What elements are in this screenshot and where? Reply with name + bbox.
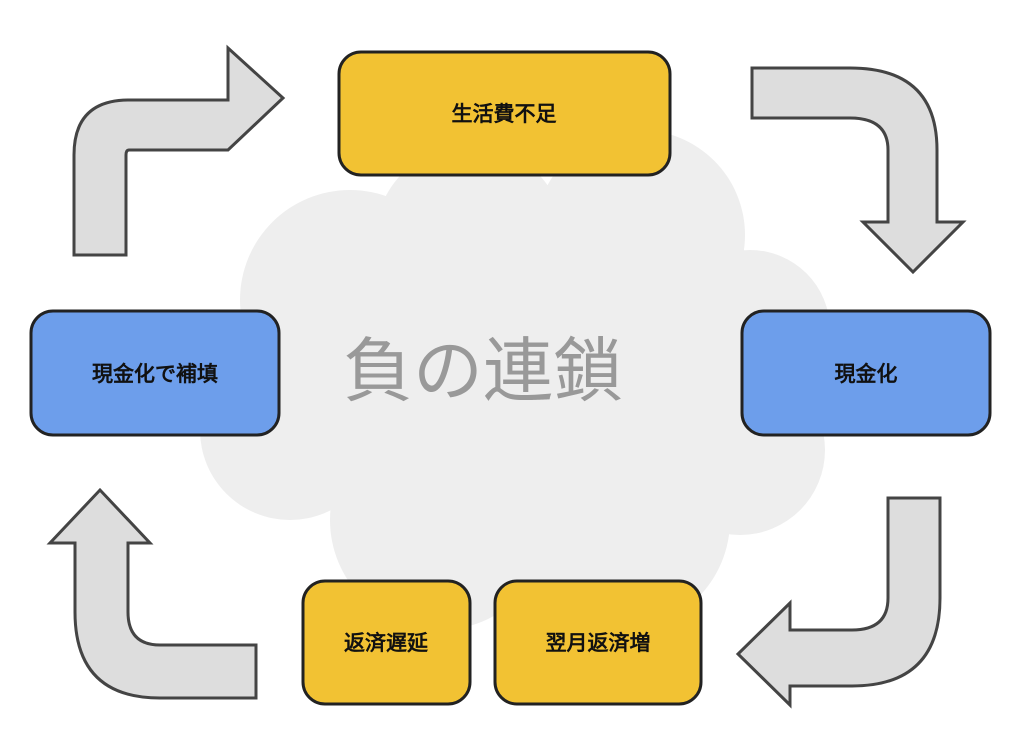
- node-shortage: 生活費不足: [337, 50, 672, 177]
- node-cover: 現金化で補填: [29, 309, 281, 437]
- arrow-cover-to-shortage: [72, 44, 286, 257]
- node-cover-label: 現金化で補填: [92, 362, 218, 386]
- node-delay-label: 返済遅延: [344, 631, 429, 655]
- node-next-month-label: 翌月返済増: [546, 631, 651, 655]
- arrow-delay-to-cover: [46, 487, 258, 700]
- arrow-shortage-to-cash-out: [750, 66, 967, 275]
- center-label: 負の連鎖: [343, 330, 623, 412]
- node-cash-out-label: 現金化: [835, 362, 898, 386]
- node-delay: 返済遅延: [301, 579, 472, 706]
- node-shortage-label: 生活費不足: [452, 102, 557, 126]
- arrow-cash-out-to-next-month: [735, 496, 942, 709]
- node-next-month: 翌月返済増: [493, 579, 703, 706]
- node-cash-out: 現金化: [740, 309, 992, 437]
